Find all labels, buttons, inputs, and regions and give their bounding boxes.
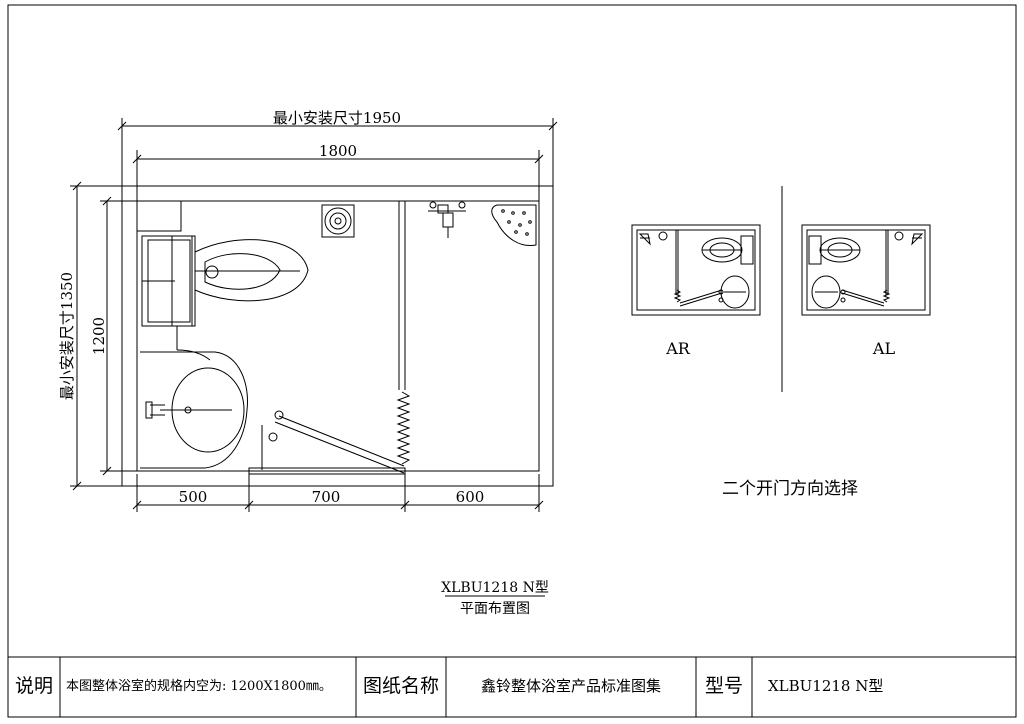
door-spring	[396, 391, 411, 465]
dimension-min-depth	[70, 181, 122, 491]
dimension-segments	[132, 474, 544, 512]
label-min-install-width: 最小安装尺寸1950	[273, 109, 401, 127]
label-seg-3: 600	[456, 488, 485, 506]
tb-desc-text: 本图整体浴室的规格内空为: 1200X1800㎜。	[66, 678, 332, 694]
floor-drain	[321, 204, 355, 238]
variant-al-plan	[801, 224, 931, 316]
toilet	[141, 235, 309, 361]
label-inner-width: 1800	[319, 142, 357, 160]
label-inner-depth: 1200	[90, 317, 108, 355]
dimension-inner-depth	[100, 196, 137, 476]
vanity-cabinet	[136, 200, 182, 232]
tb-desc-label: 说明	[15, 675, 53, 697]
dimension-inner-width	[132, 150, 544, 203]
dimension-min-width	[117, 118, 558, 186]
label-min-install-depth: 最小安装尺寸1350	[58, 272, 76, 400]
tb-model-value: XLBU1218 N型	[768, 677, 883, 695]
corner-shelf	[491, 204, 537, 247]
sheet-frame	[7, 4, 1017, 718]
shower-door	[248, 410, 406, 475]
label-seg-2: 700	[312, 488, 341, 506]
drawing-model-title: XLBU1218 N型	[441, 580, 549, 596]
washbasin	[140, 351, 249, 469]
label-al: AL	[872, 339, 896, 358]
plan-outer-wall	[121, 185, 554, 487]
plan-inner-wall	[136, 200, 540, 472]
label-door-options: 二个开门方向选择	[722, 479, 858, 499]
shower-mixer	[428, 201, 466, 238]
tb-name-value: 鑫铃整体浴室产品标准图集	[481, 677, 661, 695]
label-ar: AR	[665, 339, 691, 358]
tb-model-label: 型号	[705, 675, 743, 697]
variant-ar-plan	[631, 224, 761, 316]
label-seg-1: 500	[179, 488, 208, 506]
drawing-subtitle: 平面布置图	[460, 601, 530, 617]
tb-name-label: 图纸名称	[363, 675, 439, 697]
